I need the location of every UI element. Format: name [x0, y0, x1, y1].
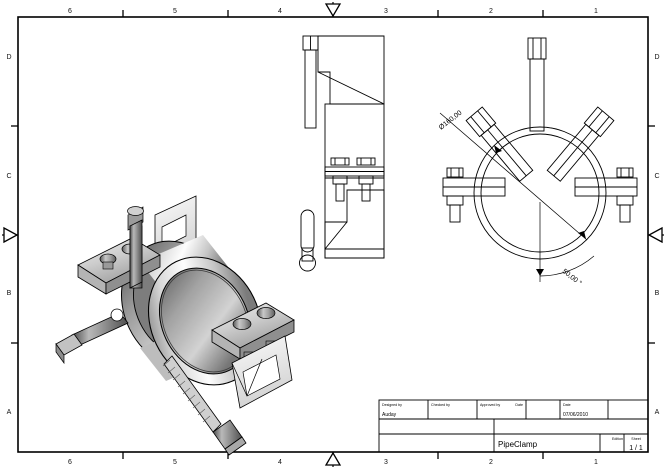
front-circular-view [439, 37, 638, 282]
designed-by-value: Auday [382, 412, 397, 418]
border-ticks-right [648, 125, 655, 344]
zone-numbers-top: 6 5 4 3 2 1 [68, 8, 598, 15]
zone-number-top-3: 3 [384, 8, 388, 15]
zone-letter-right-B: B [655, 290, 660, 297]
zone-number-bottom-1: 1 [594, 459, 598, 466]
sheet-label: Sheet [631, 437, 640, 441]
zone-number-bottom-2: 2 [489, 459, 493, 466]
zone-letter-right-A: A [655, 409, 660, 416]
side-elevation-view [299, 35, 385, 272]
designed-by-label: Designed by [382, 403, 402, 407]
lower-flange-block [211, 302, 295, 366]
zone-number-bottom-5: 5 [173, 459, 177, 466]
zone-number-top-6: 6 [68, 8, 72, 15]
zone-letter-right-C: C [654, 173, 659, 180]
title-block-text: Designed by Auday Checked by Approved by… [382, 403, 643, 452]
date-label-2: Date [563, 403, 571, 407]
document-title: PipeClamp [498, 440, 538, 449]
isometric-pipe-clamp-view [55, 195, 295, 456]
zone-number-top-1: 1 [594, 8, 598, 15]
zone-number-top-4: 4 [278, 8, 282, 15]
zone-number-bottom-3: 3 [384, 459, 388, 466]
zone-number-bottom-6: 6 [68, 459, 72, 466]
title-block [378, 399, 649, 453]
lower-diagonal-bolt [162, 355, 247, 456]
zone-letter-left-A: A [7, 409, 12, 416]
zone-number-top-5: 5 [173, 8, 177, 15]
centering-triangle-marker-right [647, 226, 664, 244]
lower-bracket-plate [231, 335, 293, 409]
zone-letters-right: D C B A [654, 54, 659, 416]
date-value-2: 07/06/2010 [563, 412, 588, 418]
zone-letters-left: D C B A [6, 54, 11, 416]
zone-number-bottom-4: 4 [278, 459, 282, 466]
centering-triangle-marker-bottom [324, 451, 342, 467]
zone-number-top-2: 2 [489, 8, 493, 15]
edition-label: Edition [612, 437, 623, 441]
centering-triangle-marker-left [2, 226, 19, 244]
zone-letter-right-D: D [654, 54, 659, 61]
approved-by-label: Approved by [480, 403, 500, 407]
zone-numbers-bottom: 6 5 4 3 2 1 [68, 459, 598, 466]
top-vertical-bolt [127, 206, 144, 289]
zone-letter-left-C: C [6, 173, 11, 180]
centering-triangle-marker-top [324, 2, 342, 18]
left-horizontal-bolt [55, 308, 129, 365]
sheet-value: 1 / 1 [629, 445, 643, 452]
zone-letter-left-D: D [6, 54, 11, 61]
border-ticks-left [11, 125, 18, 344]
checked-by-label: Checked by [431, 403, 450, 407]
zone-letter-left-B: B [7, 290, 12, 297]
date-label-1: Date [515, 403, 523, 407]
